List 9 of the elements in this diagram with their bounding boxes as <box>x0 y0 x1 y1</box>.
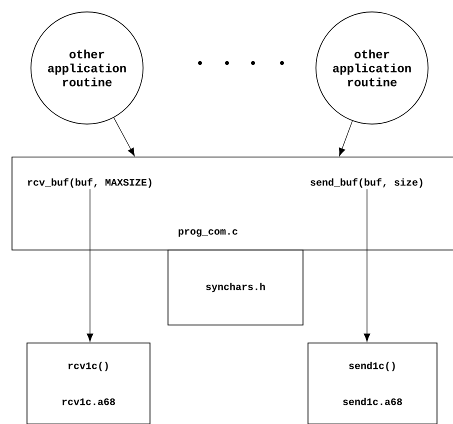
arrow <box>114 117 135 156</box>
arrow <box>86 188 94 342</box>
function-call: send_buf(buf, size) <box>310 178 422 188</box>
file-box: synchars.h <box>168 250 304 326</box>
arrow <box>338 120 353 156</box>
file-box: rcv1c() rcv1c.a68 <box>26 342 150 424</box>
arrow <box>364 188 370 342</box>
function-call: rcv_buf(buf, MAXSIZE) <box>28 178 152 188</box>
file-box: send1c() send1c.a68 <box>308 342 438 424</box>
